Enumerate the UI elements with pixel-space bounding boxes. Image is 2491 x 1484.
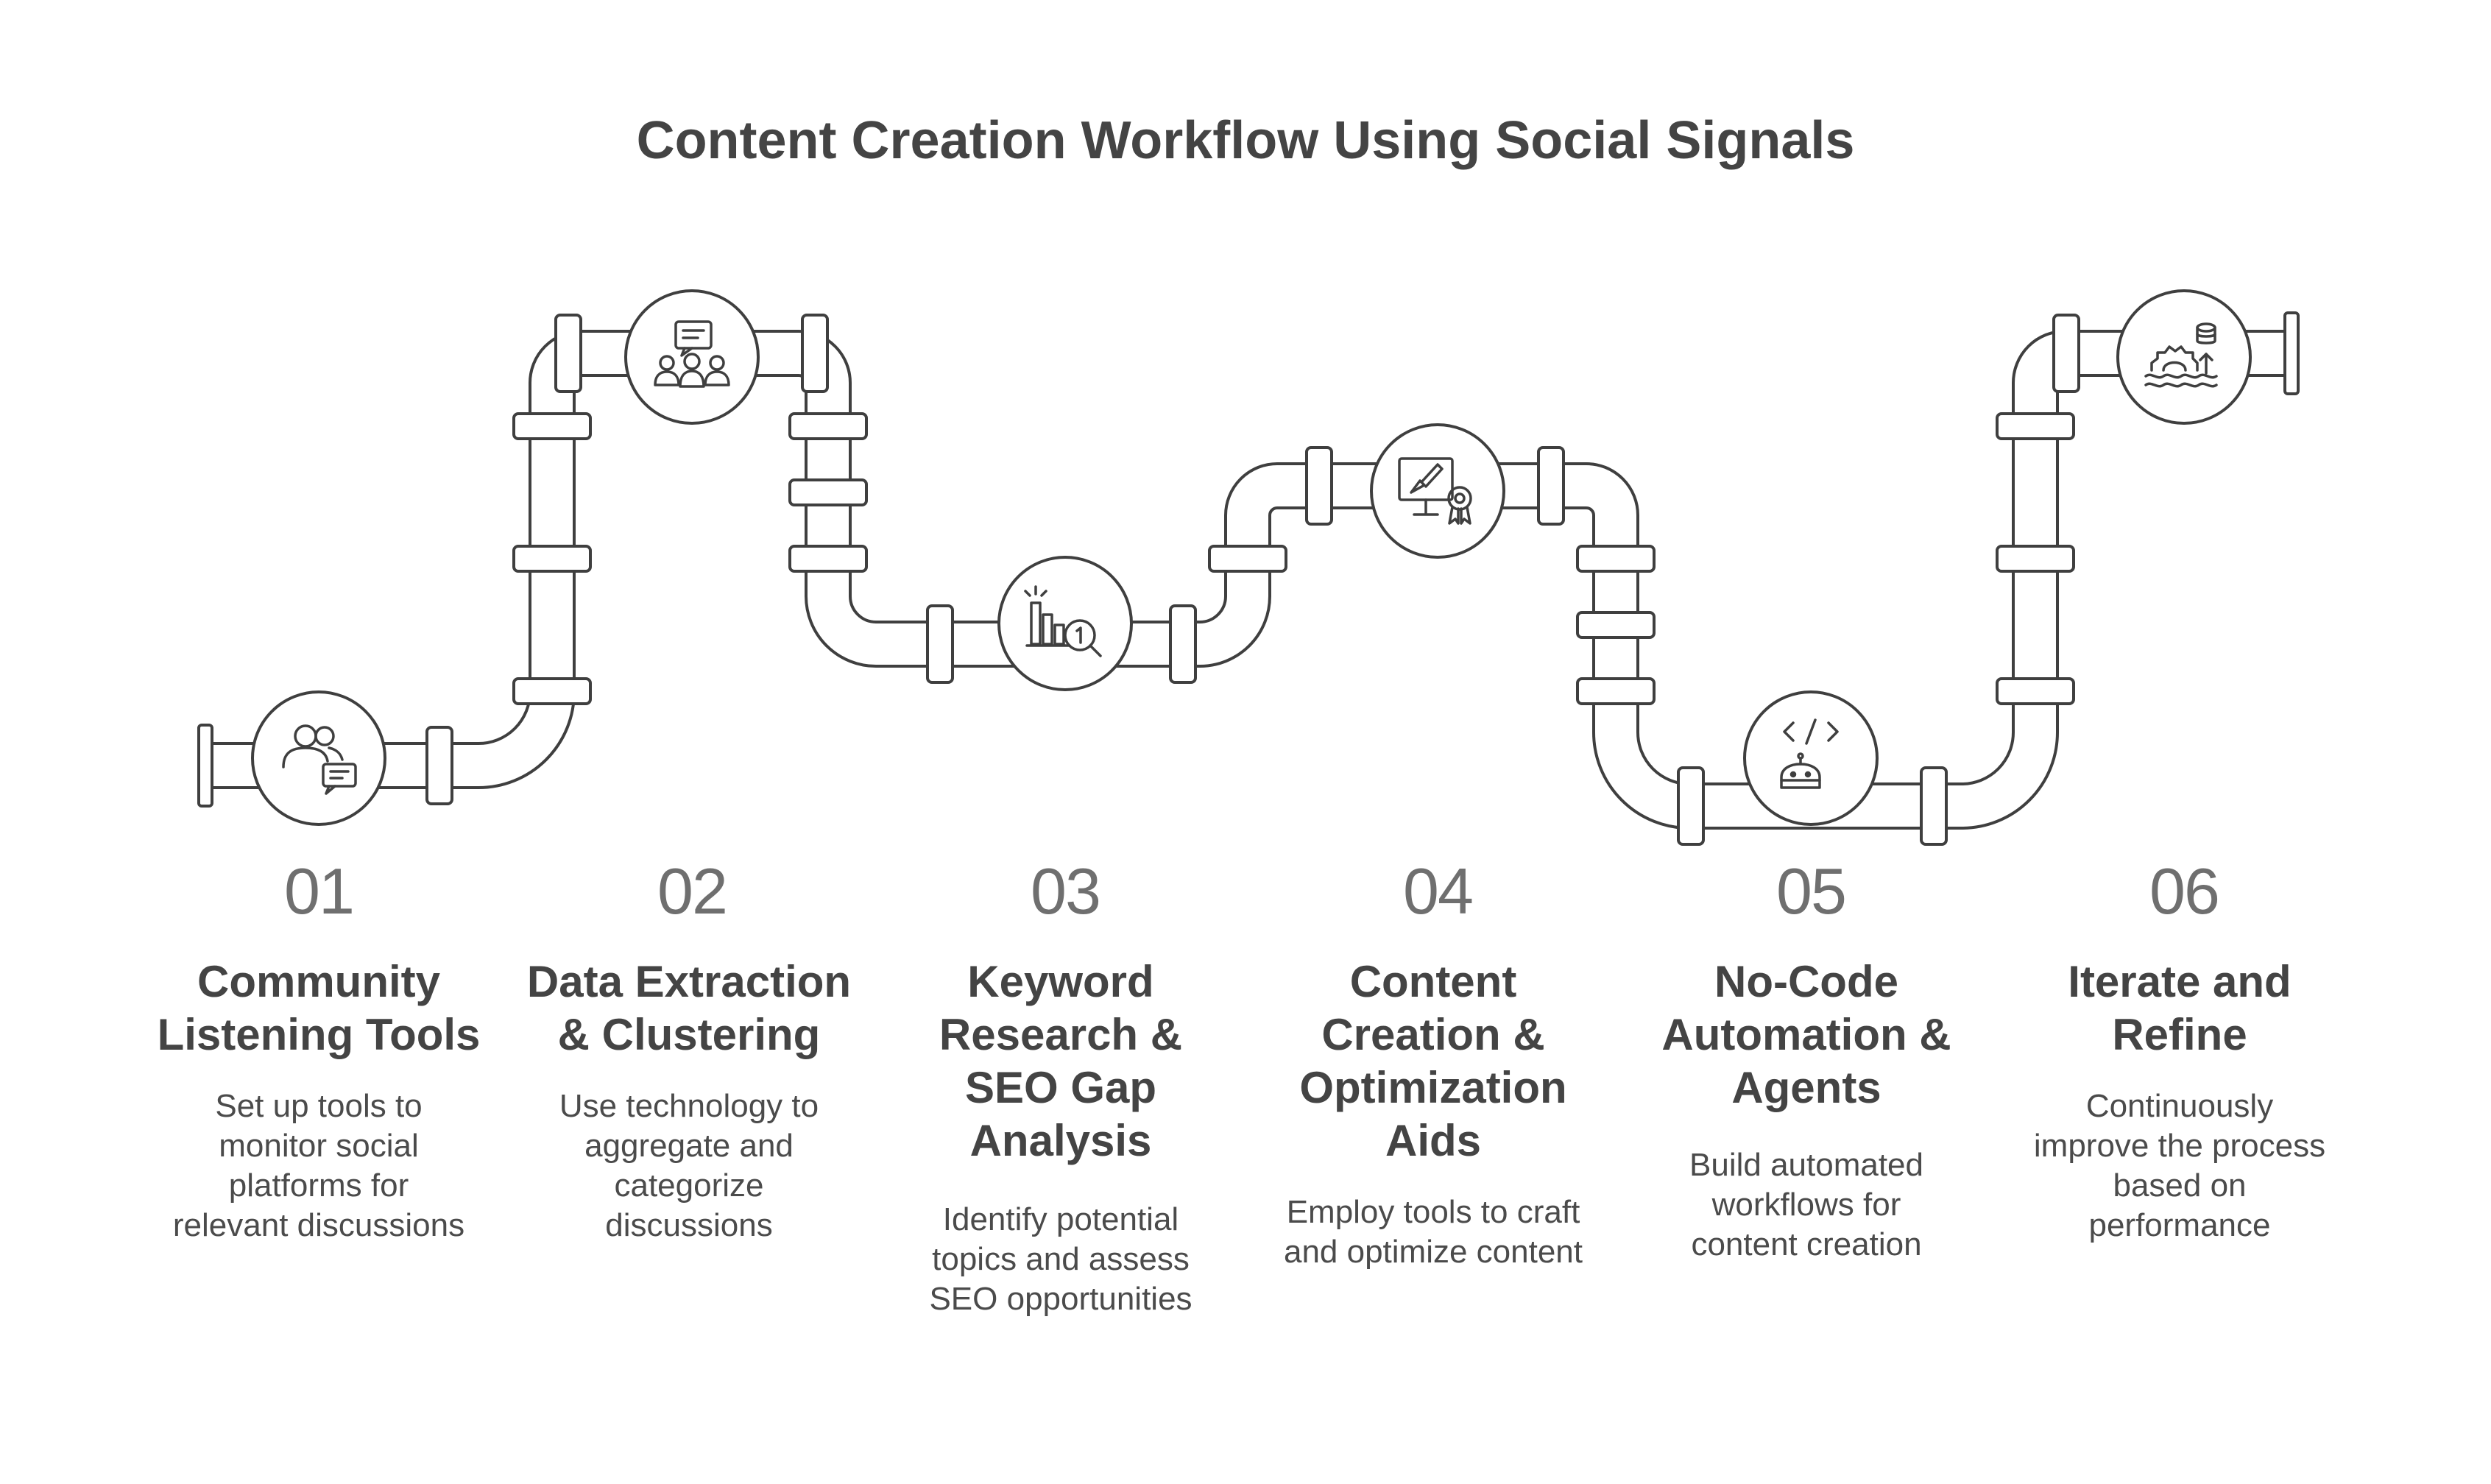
step-2-circle	[624, 289, 760, 425]
step-2-description: Use technology to aggregate and categori…	[559, 1088, 819, 1243]
pipe-segment	[206, 330, 2291, 830]
step-1-number: 01	[284, 855, 355, 928]
step-6-description: Continuously improve the process based o…	[2033, 1088, 2326, 1243]
step-1-circle	[251, 690, 386, 826]
step-3-title: Keyword Research & SEO Gap Analysis	[939, 957, 1183, 1165]
step-4-title: Content Creation & Optimization Aids	[1299, 957, 1567, 1165]
step-5-description: Build automated workflows for content cr…	[1689, 1147, 1923, 1262]
ranking-search-icon	[1024, 585, 1102, 657]
code-robot-icon	[1780, 718, 1839, 789]
pipe-end-cap-left	[197, 724, 213, 808]
step-5-title: No-Code Automation & Agents	[1661, 957, 1951, 1112]
step-1-description: Set up tools to monitor social platforms…	[172, 1088, 465, 1243]
design-award-icon	[1398, 457, 1472, 525]
step-3-circle	[997, 556, 1133, 691]
group-discussion-icon	[654, 320, 730, 388]
step-6-circle	[2116, 289, 2252, 425]
step-6-number: 06	[2149, 855, 2220, 928]
pipe-end-cap-right	[2283, 311, 2300, 395]
step-3-number: 03	[1031, 855, 1101, 928]
step-5-number: 05	[1776, 855, 1847, 928]
step-4-circle	[1370, 423, 1505, 559]
step-6-title: Iterate and Refine	[2068, 957, 2292, 1059]
step-4-description: Employ tools to craft and optimize conte…	[1283, 1194, 1583, 1270]
users-chat-icon	[282, 724, 357, 795]
step-5-circle	[1743, 690, 1879, 826]
page-title: Content Creation Workflow Using Social S…	[636, 111, 1855, 170]
step-1-title: Community Listening Tools	[157, 957, 481, 1059]
pipe-couplings	[425, 314, 2080, 846]
step-3-description: Identify potential topics and assess SEO…	[929, 1201, 1192, 1317]
step-4-number: 04	[1403, 855, 1474, 928]
step-2-title: Data Extraction & Clustering	[526, 957, 852, 1059]
step-2-number: 02	[657, 855, 728, 928]
pipe-couplings-vertical	[512, 412, 2075, 705]
refine-data-icon	[2144, 322, 2218, 388]
